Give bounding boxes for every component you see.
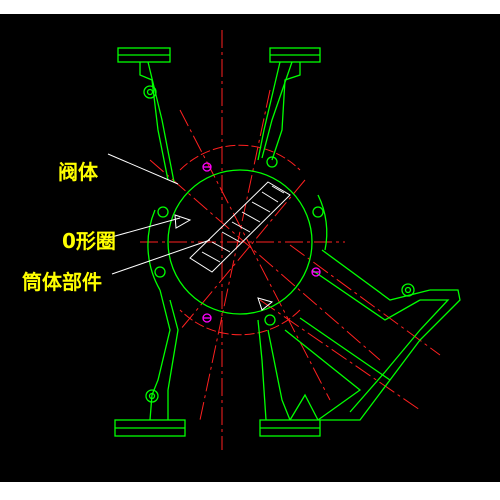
disc-circle: [167, 169, 313, 315]
disc-plate: [174, 181, 291, 311]
label-valve-body: 阀体: [58, 160, 98, 184]
body-right-wall: [317, 194, 328, 251]
center-lines: [140, 30, 441, 450]
diagonal-center-line-b: [149, 159, 381, 361]
body-left-upper-outer: [139, 62, 169, 181]
valve-drawing-svg: [107, 30, 461, 450]
bolt-hole-body-1: [157, 206, 169, 218]
diagonal-center-line-e: [259, 299, 421, 411]
bolt-hole-top-left: [143, 85, 157, 99]
label-cylinder-part: 筒体部件: [22, 270, 102, 294]
bolt-hole-body-3: [312, 206, 324, 218]
leader-valve-body: [107, 153, 179, 185]
diagonal-center-line-d: [199, 89, 271, 421]
diagonal-center-line-c: [179, 179, 306, 331]
body-left-wall: [147, 209, 161, 291]
body-right-lower-inner: [257, 319, 267, 421]
branch-upper-edge: [321, 249, 431, 301]
leader-lines: [107, 153, 211, 275]
branch-lower-edge: [320, 289, 461, 421]
o-ring-hatch: [174, 214, 192, 229]
top-margin: [0, 0, 500, 14]
body-left-upper-inner: [147, 61, 175, 183]
bolt-hole-body-5: [266, 156, 278, 168]
body-right-upper-inner: [261, 61, 293, 159]
diagonal-center-line-f: [289, 244, 441, 356]
leader-cylinder-part: [111, 239, 211, 275]
valve-outline: [114, 47, 461, 437]
bolt-hole-bottom-left: [145, 389, 159, 403]
bolt-markers: [202, 162, 321, 323]
diagonal-center-line-a: [179, 109, 331, 401]
bolt-hole-body-4: [264, 314, 276, 326]
label-o-ring: 0形圈: [62, 229, 116, 253]
body-left-lower-outer: [149, 289, 171, 421]
body-right-upper-outer: [271, 62, 301, 161]
leader-o-ring: [107, 217, 181, 239]
bolt-hole-branch: [401, 283, 415, 297]
cad-drawing-viewport[interactable]: 阀体 0形圈 筒体部件: [0, 14, 500, 482]
bolt-circle: [179, 144, 301, 336]
bolt-hole-body-2: [154, 266, 166, 278]
bottom-margin: [0, 482, 500, 500]
